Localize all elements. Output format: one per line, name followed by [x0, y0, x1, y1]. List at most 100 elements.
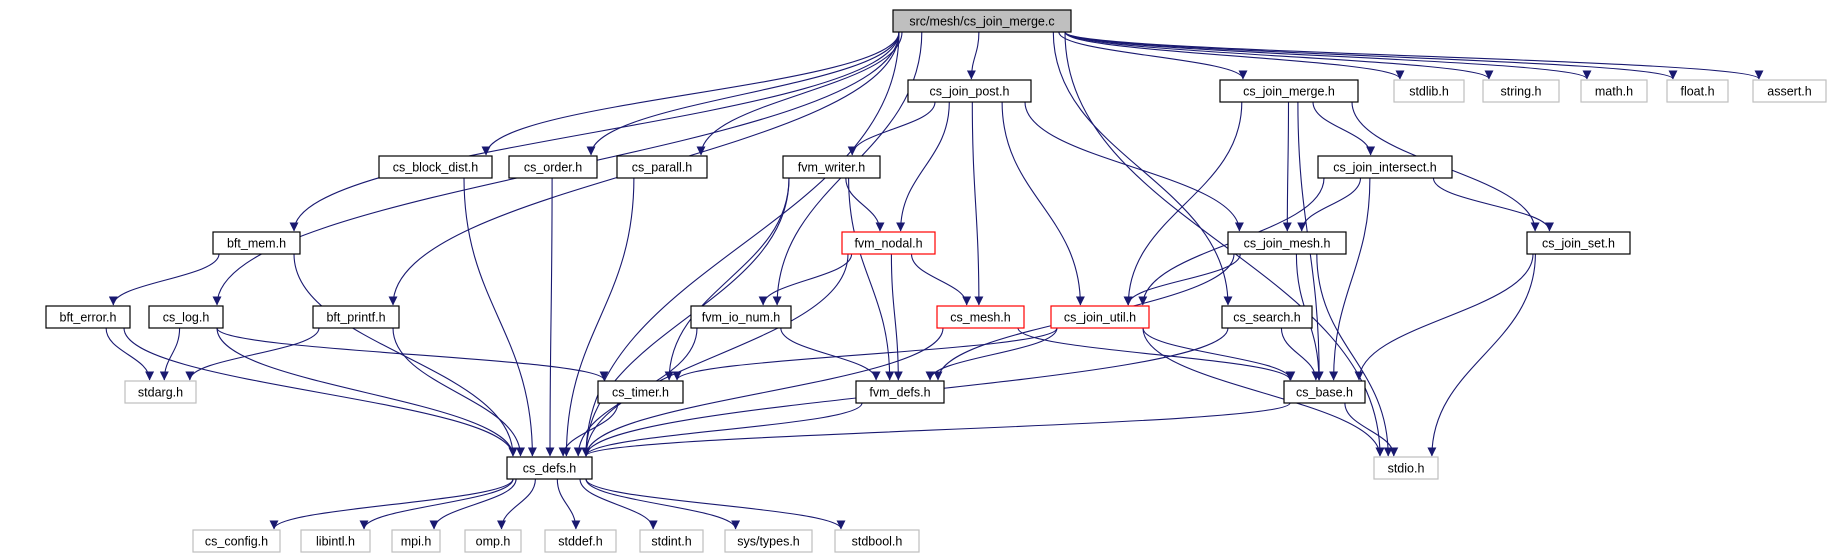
node-cs-join-util-h[interactable]: cs_join_util.h [1050, 305, 1150, 329]
edge-cs-defs-h-to-sys-types-h [585, 478, 741, 530]
node-cs-order-h[interactable]: cs_order.h [508, 155, 598, 179]
node-label-fvm-defs-h: fvm_defs.h [869, 386, 930, 400]
node-bft-printf-h[interactable]: bft_printf.h [312, 305, 400, 329]
edge-fvm-nodal-h-to-fvm-defs-h [890, 253, 903, 381]
node-box-bft-mem-h [212, 231, 301, 255]
node-label-fvm-nodal-h: fvm_nodal.h [854, 237, 922, 251]
node-label-cs-join-post-h: cs_join_post.h [930, 85, 1010, 99]
node-label-omp-h: omp.h [476, 535, 511, 549]
node-box-cs-config-h [192, 529, 281, 553]
node-box-fvm-defs-h [855, 380, 945, 404]
node-label-mpi-h: mpi.h [401, 535, 432, 549]
node-stdio-h[interactable]: stdio.h [1373, 456, 1439, 480]
edge-cs-join-post-h-to-cs-mesh-h [971, 101, 984, 306]
edge-cs-log-h-to-cs-timer-h [216, 327, 609, 381]
node-string-h[interactable]: string.h [1482, 79, 1560, 103]
edge-cs-join-merge-c-to-bft-mem-h [289, 31, 900, 232]
node-box-bft-error-h [45, 305, 131, 329]
node-math-h[interactable]: math.h [1580, 79, 1648, 103]
edge-bft-printf-h-to-cs-defs-h [392, 327, 525, 457]
edge-cs-defs-h-to-omp-h [497, 478, 536, 530]
node-label-bft-error-h: bft_error.h [60, 311, 117, 325]
node-box-stdio-h [1373, 456, 1439, 480]
node-box-mpi-h [391, 529, 441, 553]
node-cs-config-h[interactable]: cs_config.h [192, 529, 281, 553]
node-box-omp-h [464, 529, 522, 553]
node-float-h[interactable]: float.h [1666, 79, 1729, 103]
node-label-stdbool-h: stdbool.h [852, 535, 903, 549]
node-stdint-h[interactable]: stdint.h [639, 529, 704, 553]
node-box-fvm-nodal-h [841, 231, 936, 255]
edge-cs-timer-h-to-cs-defs-h [558, 402, 619, 457]
edge-cs-base-h-to-cs-defs-h [581, 402, 1291, 457]
node-libintl-h[interactable]: libintl.h [300, 529, 371, 553]
edge-cs-defs-h-to-stdbool-h [585, 478, 846, 530]
node-cs-join-merge-h[interactable]: cs_join_merge.h [1219, 79, 1359, 103]
edge-cs-join-util-h-to-cs-base-h [1142, 327, 1296, 381]
node-label-stddef-h: stddef.h [558, 535, 603, 549]
edge-cs-search-h-to-cs-base-h [1280, 327, 1321, 381]
node-cs-parall-h[interactable]: cs_parall.h [616, 155, 708, 179]
node-label-cs-join-util-h: cs_join_util.h [1064, 311, 1136, 325]
edge-cs-join-set-h-to-stdio-h [1427, 253, 1536, 457]
node-cs-mesh-h[interactable]: cs_mesh.h [936, 305, 1025, 329]
node-sys-types-h[interactable]: sys/types.h [724, 529, 813, 553]
node-fvm-io-num-h[interactable]: fvm_io_num.h [690, 305, 792, 329]
node-box-math-h [1580, 79, 1648, 103]
node-box-assert-h [1752, 79, 1827, 103]
edge-bft-mem-h-to-bft-error-h [108, 253, 220, 306]
node-bft-mem-h[interactable]: bft_mem.h [212, 231, 301, 255]
node-bft-error-h[interactable]: bft_error.h [45, 305, 131, 329]
node-box-cs-log-h [148, 305, 224, 329]
node-fvm-nodal-h[interactable]: fvm_nodal.h [841, 231, 936, 255]
node-fvm-defs-h[interactable]: fvm_defs.h [855, 380, 945, 404]
node-omp-h[interactable]: omp.h [464, 529, 522, 553]
node-label-cs-join-set-h: cs_join_set.h [1542, 237, 1615, 251]
node-stdlib-h[interactable]: stdlib.h [1393, 79, 1465, 103]
edge-cs-join-mesh-h-to-stdio-h [1316, 253, 1393, 457]
node-fvm-writer-h[interactable]: fvm_writer.h [782, 155, 881, 179]
edge-cs-join-util-h-to-fvm-defs-h [925, 327, 1058, 381]
node-stdarg-h[interactable]: stdarg.h [124, 380, 197, 404]
edge-cs-defs-h-to-stddef-h [556, 478, 581, 530]
edge-cs-block-dist-h-to-cs-defs-h [463, 177, 537, 457]
node-cs-join-set-h[interactable]: cs_join_set.h [1526, 231, 1631, 255]
node-box-cs-join-merge-h [1219, 79, 1359, 103]
node-mpi-h[interactable]: mpi.h [391, 529, 441, 553]
node-box-cs-block-dist-h [378, 155, 493, 179]
node-stddef-h[interactable]: stddef.h [544, 529, 617, 553]
node-cs-base-h[interactable]: cs_base.h [1283, 380, 1366, 404]
node-cs-log-h[interactable]: cs_log.h [148, 305, 224, 329]
node-assert-h[interactable]: assert.h [1752, 79, 1827, 103]
node-label-cs-search-h: cs_search.h [1233, 311, 1300, 325]
edge-cs-join-post-h-to-cs-join-util-h [1001, 101, 1085, 306]
edge-fvm-writer-h-to-cs-timer-h [664, 177, 790, 381]
node-box-stdarg-h [124, 380, 197, 404]
node-box-cs-base-h [1283, 380, 1366, 404]
node-label-cs-base-h: cs_base.h [1296, 386, 1353, 400]
node-cs-timer-h[interactable]: cs_timer.h [597, 380, 684, 404]
node-cs-join-intersect-h[interactable]: cs_join_intersect.h [1317, 155, 1453, 179]
node-cs-join-mesh-h[interactable]: cs_join_mesh.h [1227, 231, 1347, 255]
node-cs-join-post-h[interactable]: cs_join_post.h [907, 79, 1032, 103]
node-label-cs-defs-h: cs_defs.h [523, 462, 577, 476]
edge-cs-join-merge-h-to-cs-join-intersect-h [1312, 101, 1376, 156]
node-cs-search-h[interactable]: cs_search.h [1221, 305, 1313, 329]
edge-cs-join-merge-c-to-cs-order-h [586, 31, 900, 156]
node-cs-defs-h[interactable]: cs_defs.h [506, 456, 593, 480]
edge-cs-join-merge-h-to-cs-join-mesh-h [1282, 101, 1292, 232]
node-box-cs-join-set-h [1526, 231, 1631, 255]
node-stdbool-h[interactable]: stdbool.h [834, 529, 920, 553]
node-label-stdarg-h: stdarg.h [138, 386, 183, 400]
node-label-cs-log-h: cs_log.h [163, 311, 210, 325]
node-label-cs-join-merge-h: cs_join_merge.h [1243, 85, 1335, 99]
node-label-cs-join-merge-c: src/mesh/cs_join_merge.c [909, 15, 1054, 29]
node-cs-block-dist-h[interactable]: cs_block_dist.h [378, 155, 493, 179]
edge-cs-join-merge-h-to-cs-join-util-h [1123, 101, 1243, 306]
edge-cs-defs-h-to-cs-config-h [269, 478, 514, 530]
node-label-libintl-h: libintl.h [316, 535, 355, 549]
node-box-cs-parall-h [616, 155, 708, 179]
node-label-bft-mem-h: bft_mem.h [227, 237, 286, 251]
edge-cs-join-util-h-to-cs-timer-h [672, 327, 1058, 381]
